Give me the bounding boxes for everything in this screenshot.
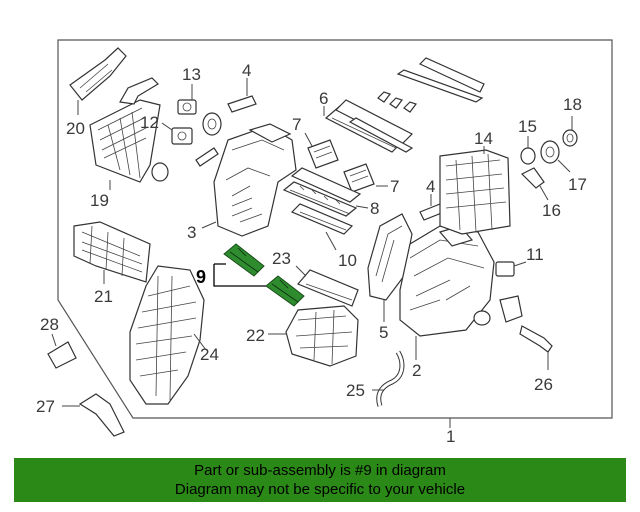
callout-4-lower: 4 bbox=[426, 177, 435, 196]
callout-7-right: 7 bbox=[390, 177, 399, 196]
part-14-evaporator bbox=[439, 149, 511, 235]
callout-26: 26 bbox=[534, 375, 553, 394]
callout-19: 19 bbox=[90, 191, 109, 210]
callout-25: 25 bbox=[346, 381, 365, 400]
seal-strips bbox=[348, 57, 485, 153]
part-9-highlighted-a bbox=[223, 243, 265, 277]
callout-18: 18 bbox=[563, 95, 582, 114]
part-16-bracket bbox=[520, 167, 545, 189]
part-23-duct-cover bbox=[297, 269, 359, 307]
part-15-clip bbox=[520, 147, 536, 165]
part-11-actuator bbox=[495, 261, 515, 277]
callout-20: 20 bbox=[66, 119, 85, 138]
part-27-duct bbox=[78, 393, 125, 437]
part-17-seal bbox=[540, 140, 560, 164]
part-7-door-left bbox=[307, 139, 339, 169]
callout-21: 21 bbox=[94, 287, 113, 306]
part-9-highlighted-b bbox=[265, 275, 305, 307]
small-parts-right bbox=[473, 295, 523, 326]
callout-9: 9 bbox=[196, 267, 206, 287]
part-25-hose bbox=[376, 350, 405, 407]
part-22-lower-case bbox=[285, 305, 359, 367]
callout-22: 22 bbox=[246, 326, 265, 345]
part-small-motor bbox=[151, 112, 222, 182]
part-26-drain bbox=[519, 325, 553, 353]
part-4-bracket-upper bbox=[227, 95, 257, 113]
part-24-blower-case bbox=[129, 265, 205, 405]
callout-17: 17 bbox=[568, 175, 587, 194]
part-18-cap bbox=[562, 129, 578, 147]
banner-line-1: Part or sub-assembly is #9 in diagram bbox=[194, 462, 446, 479]
part-3-case bbox=[213, 123, 297, 237]
callout-13: 13 bbox=[182, 65, 201, 84]
callout-24: 24 bbox=[200, 345, 219, 364]
callout-4-upper: 4 bbox=[242, 61, 251, 80]
part-12-actuator bbox=[171, 127, 193, 145]
callout-16: 16 bbox=[542, 201, 561, 220]
part-13-actuator bbox=[177, 99, 197, 115]
part-9-leader bbox=[213, 263, 266, 287]
part-20-duct bbox=[69, 47, 127, 101]
callout-1: 1 bbox=[446, 427, 455, 446]
info-banner: Part or sub-assembly is #9 in diagram Di… bbox=[14, 458, 626, 502]
assembly-boundary bbox=[57, 39, 613, 419]
callout-27: 27 bbox=[36, 397, 55, 416]
part-19-heater-core bbox=[89, 77, 161, 183]
callout-2: 2 bbox=[412, 361, 421, 380]
part-7-door-right bbox=[343, 163, 375, 193]
part-21-filter bbox=[73, 221, 151, 283]
part-8-door-assembly bbox=[282, 167, 362, 217]
part-2-main-case bbox=[399, 225, 495, 337]
callout-14: 14 bbox=[474, 129, 493, 148]
part-10-door bbox=[290, 203, 354, 235]
callout-5: 5 bbox=[379, 323, 388, 342]
callout-15: 15 bbox=[518, 117, 537, 136]
callout-6: 6 bbox=[319, 89, 328, 108]
callout-12: 12 bbox=[140, 113, 159, 132]
callout-23: 23 bbox=[272, 249, 291, 268]
callout-8: 8 bbox=[370, 199, 379, 218]
callout-10: 10 bbox=[338, 251, 357, 270]
callout-7-left: 7 bbox=[292, 115, 301, 134]
banner-line-2: Diagram may not be specific to your vehi… bbox=[174, 481, 466, 498]
parts-diagram: 1 2 3 4 4 5 6 7 7 8 9 10 11 12 13 14 15 … bbox=[36, 39, 613, 446]
callout-11: 11 bbox=[526, 245, 544, 264]
part-28-bracket bbox=[47, 341, 77, 369]
callout-3: 3 bbox=[187, 223, 196, 242]
callout-28: 28 bbox=[40, 315, 59, 334]
